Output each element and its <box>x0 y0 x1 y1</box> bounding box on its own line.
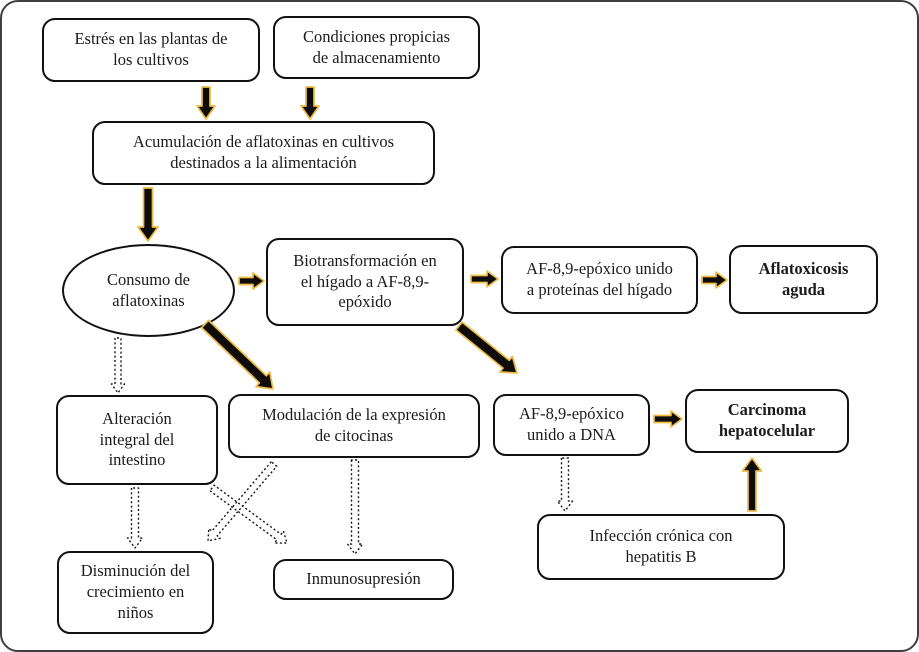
arrow-biotransformacion-to-proteinas <box>470 270 499 288</box>
node-aflatoxicosis: Aflatoxicosis aguda <box>729 245 878 314</box>
node-estres: Estrés en las plantas de los cultivos <box>42 18 260 82</box>
node-label-hepatitis: Infección crónica con hepatitis B <box>589 526 733 566</box>
node-acumulacion: Acumulación de aflatoxinas en cultivos d… <box>92 121 435 185</box>
arrow-consumo-to-alteracion <box>110 337 126 394</box>
arrow-proteinas-to-aflatoxicosis <box>701 271 728 289</box>
node-modulacion: Modulación de la expresión de citocinas <box>228 394 480 458</box>
node-biotransformacion: Biotransformación en el hígado a AF-8,9-… <box>266 238 464 326</box>
arrow-modulacion-to-inmunosupresion <box>346 459 364 555</box>
node-label-inmunosupresion: Inmunosupresión <box>306 569 421 589</box>
arrow-biotransformacion-to-dna <box>455 321 518 374</box>
node-label-dna: AF-8,9-epóxico unido a DNA <box>519 404 624 444</box>
node-inmunosupresion: Inmunosupresión <box>273 559 454 600</box>
node-proteinas: AF-8,9-epóxico unido a proteínas del híg… <box>501 246 698 314</box>
arrow-dna-to-carcinoma <box>653 410 683 428</box>
node-label-disminucion: Disminución del crecimiento en niños <box>80 561 191 622</box>
node-label-alteracion: Alteración integral del intestino <box>99 408 175 470</box>
arrow-hepatitis-to-carcinoma <box>741 457 763 512</box>
arrow-modulacion-to-disminucion <box>207 461 278 542</box>
node-label-carcinoma: Carcinoma hepatocelular <box>718 400 816 440</box>
node-label-modulacion: Modulación de la expresión de citocinas <box>262 405 446 445</box>
arrow-alteracion-to-disminucion <box>126 487 144 549</box>
node-condiciones: Condiciones propicias de almacenamiento <box>273 16 480 79</box>
node-label-acumulacion: Acumulación de aflatoxinas en cultivos d… <box>132 132 395 172</box>
node-dna: AF-8,9-epóxico unido a DNA <box>493 394 650 456</box>
arrow-alteracion-to-inmunosupresion <box>209 484 288 544</box>
node-consumo: Consumo de aflatoxinas <box>62 244 235 337</box>
arrow-condiciones-to-acumulacion <box>300 86 320 120</box>
arrow-estres-to-acumulacion <box>196 86 216 120</box>
node-carcinoma: Carcinoma hepatocelular <box>685 389 849 453</box>
node-label-condiciones: Condiciones propicias de almacenamiento <box>302 26 451 67</box>
node-disminucion: Disminución del crecimiento en niños <box>57 551 214 634</box>
node-label-aflatoxicosis: Aflatoxicosis aguda <box>758 258 849 299</box>
node-alteracion: Alteración integral del intestino <box>56 395 218 485</box>
node-hepatitis: Infección crónica con hepatitis B <box>537 514 785 580</box>
arrow-dna-to-hepatitis <box>556 457 574 512</box>
node-label-estres: Estrés en las plantas de los cultivos <box>74 29 228 69</box>
node-label-consumo: Consumo de aflatoxinas <box>107 269 190 310</box>
arrow-consumo-to-biotransformacion <box>238 272 265 290</box>
arrow-consumo-to-modulacion <box>200 319 274 390</box>
arrow-acumulacion-to-consumo <box>137 187 159 242</box>
node-label-proteinas: AF-8,9-epóxico unido a proteínas del híg… <box>526 259 673 299</box>
node-label-biotransformacion: Biotransformación en el hígado a AF-8,9-… <box>293 250 437 312</box>
